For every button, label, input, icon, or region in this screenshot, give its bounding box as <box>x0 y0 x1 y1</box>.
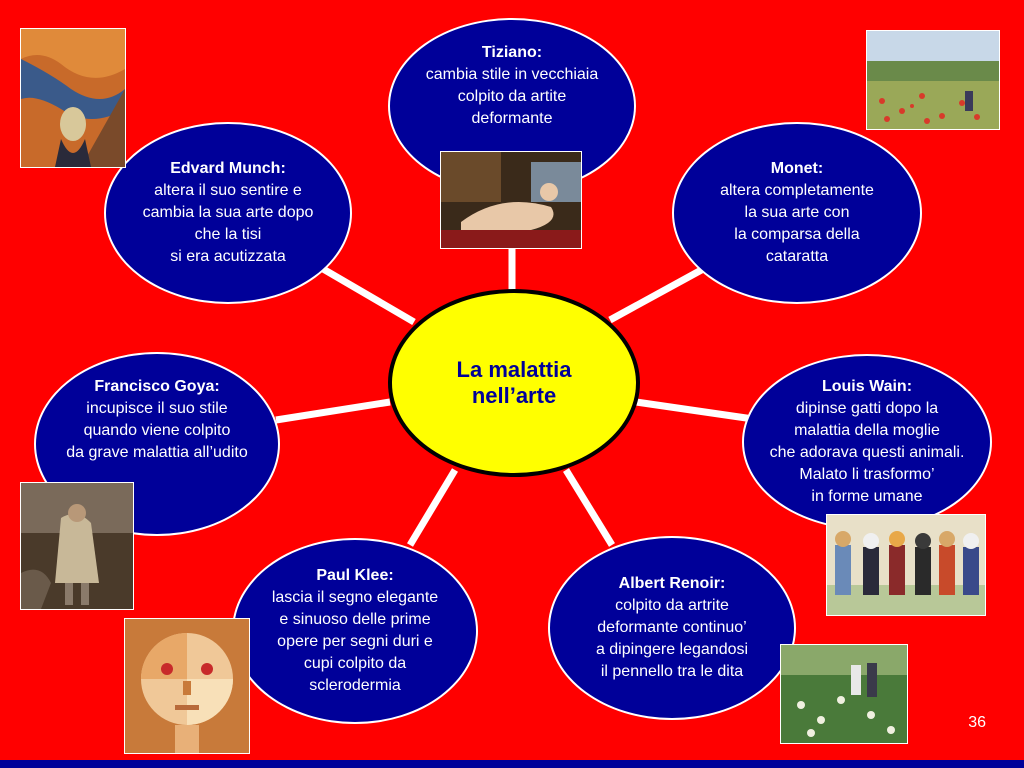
painting-klee-senecio <box>124 618 250 754</box>
bottom-bar <box>0 760 1024 768</box>
painting-munch-scream <box>20 28 126 168</box>
node-klee-name: Paul Klee: <box>316 567 394 584</box>
node-louis-wain: Louis Wain: dipinse gatti dopo la malatt… <box>742 354 992 530</box>
painting-wain-cats <box>826 514 986 616</box>
node-renoir: Albert Renoir: colpito da artrite deform… <box>548 536 796 720</box>
spoke-klee <box>406 468 459 547</box>
node-munch-desc: altera il suo sentire e cambia la sua ar… <box>142 182 314 265</box>
node-tiziano-name: Tiziano: <box>481 44 543 61</box>
node-munch: Edvard Munch: altera il suo sentire e ca… <box>104 122 352 304</box>
node-monet: Monet: altera completamente la sua arte … <box>672 122 922 304</box>
node-klee-desc: lascia il segno elegante e sinuoso delle… <box>271 589 439 694</box>
painting-goya <box>20 482 134 610</box>
node-monet-desc: altera completamente la sua arte con la … <box>720 182 874 265</box>
spoke-munch <box>316 262 416 326</box>
painting-renoir <box>780 644 908 744</box>
node-wain-name: Louis Wain: <box>821 378 913 395</box>
node-renoir-name: Albert Renoir: <box>618 575 726 592</box>
painting-tiziano-venus <box>440 151 582 249</box>
node-monet-name: Monet: <box>770 160 824 177</box>
page-number: 36 <box>968 714 986 731</box>
node-renoir-desc: colpito da artrite deformante continuo’ … <box>595 597 749 680</box>
spoke-renoir <box>563 468 615 547</box>
node-klee: Paul Klee: lascia il segno elegante e si… <box>232 538 478 724</box>
node-wain-desc: dipinse gatti dopo la malattia della mog… <box>769 400 965 505</box>
center-topic: La malattia nell’arte <box>388 289 640 477</box>
node-tiziano-desc: cambia stile in vecchiaia colpito da art… <box>425 66 599 127</box>
node-goya-desc: incupisce il suo stile quando viene colp… <box>66 400 248 461</box>
painting-monet-poppies <box>866 30 1000 130</box>
spoke-wain <box>635 398 761 424</box>
node-goya-name: Francisco Goya: <box>94 378 220 395</box>
spoke-monet <box>608 264 707 324</box>
node-munch-name: Edvard Munch: <box>170 160 286 177</box>
spoke-goya <box>275 398 391 424</box>
